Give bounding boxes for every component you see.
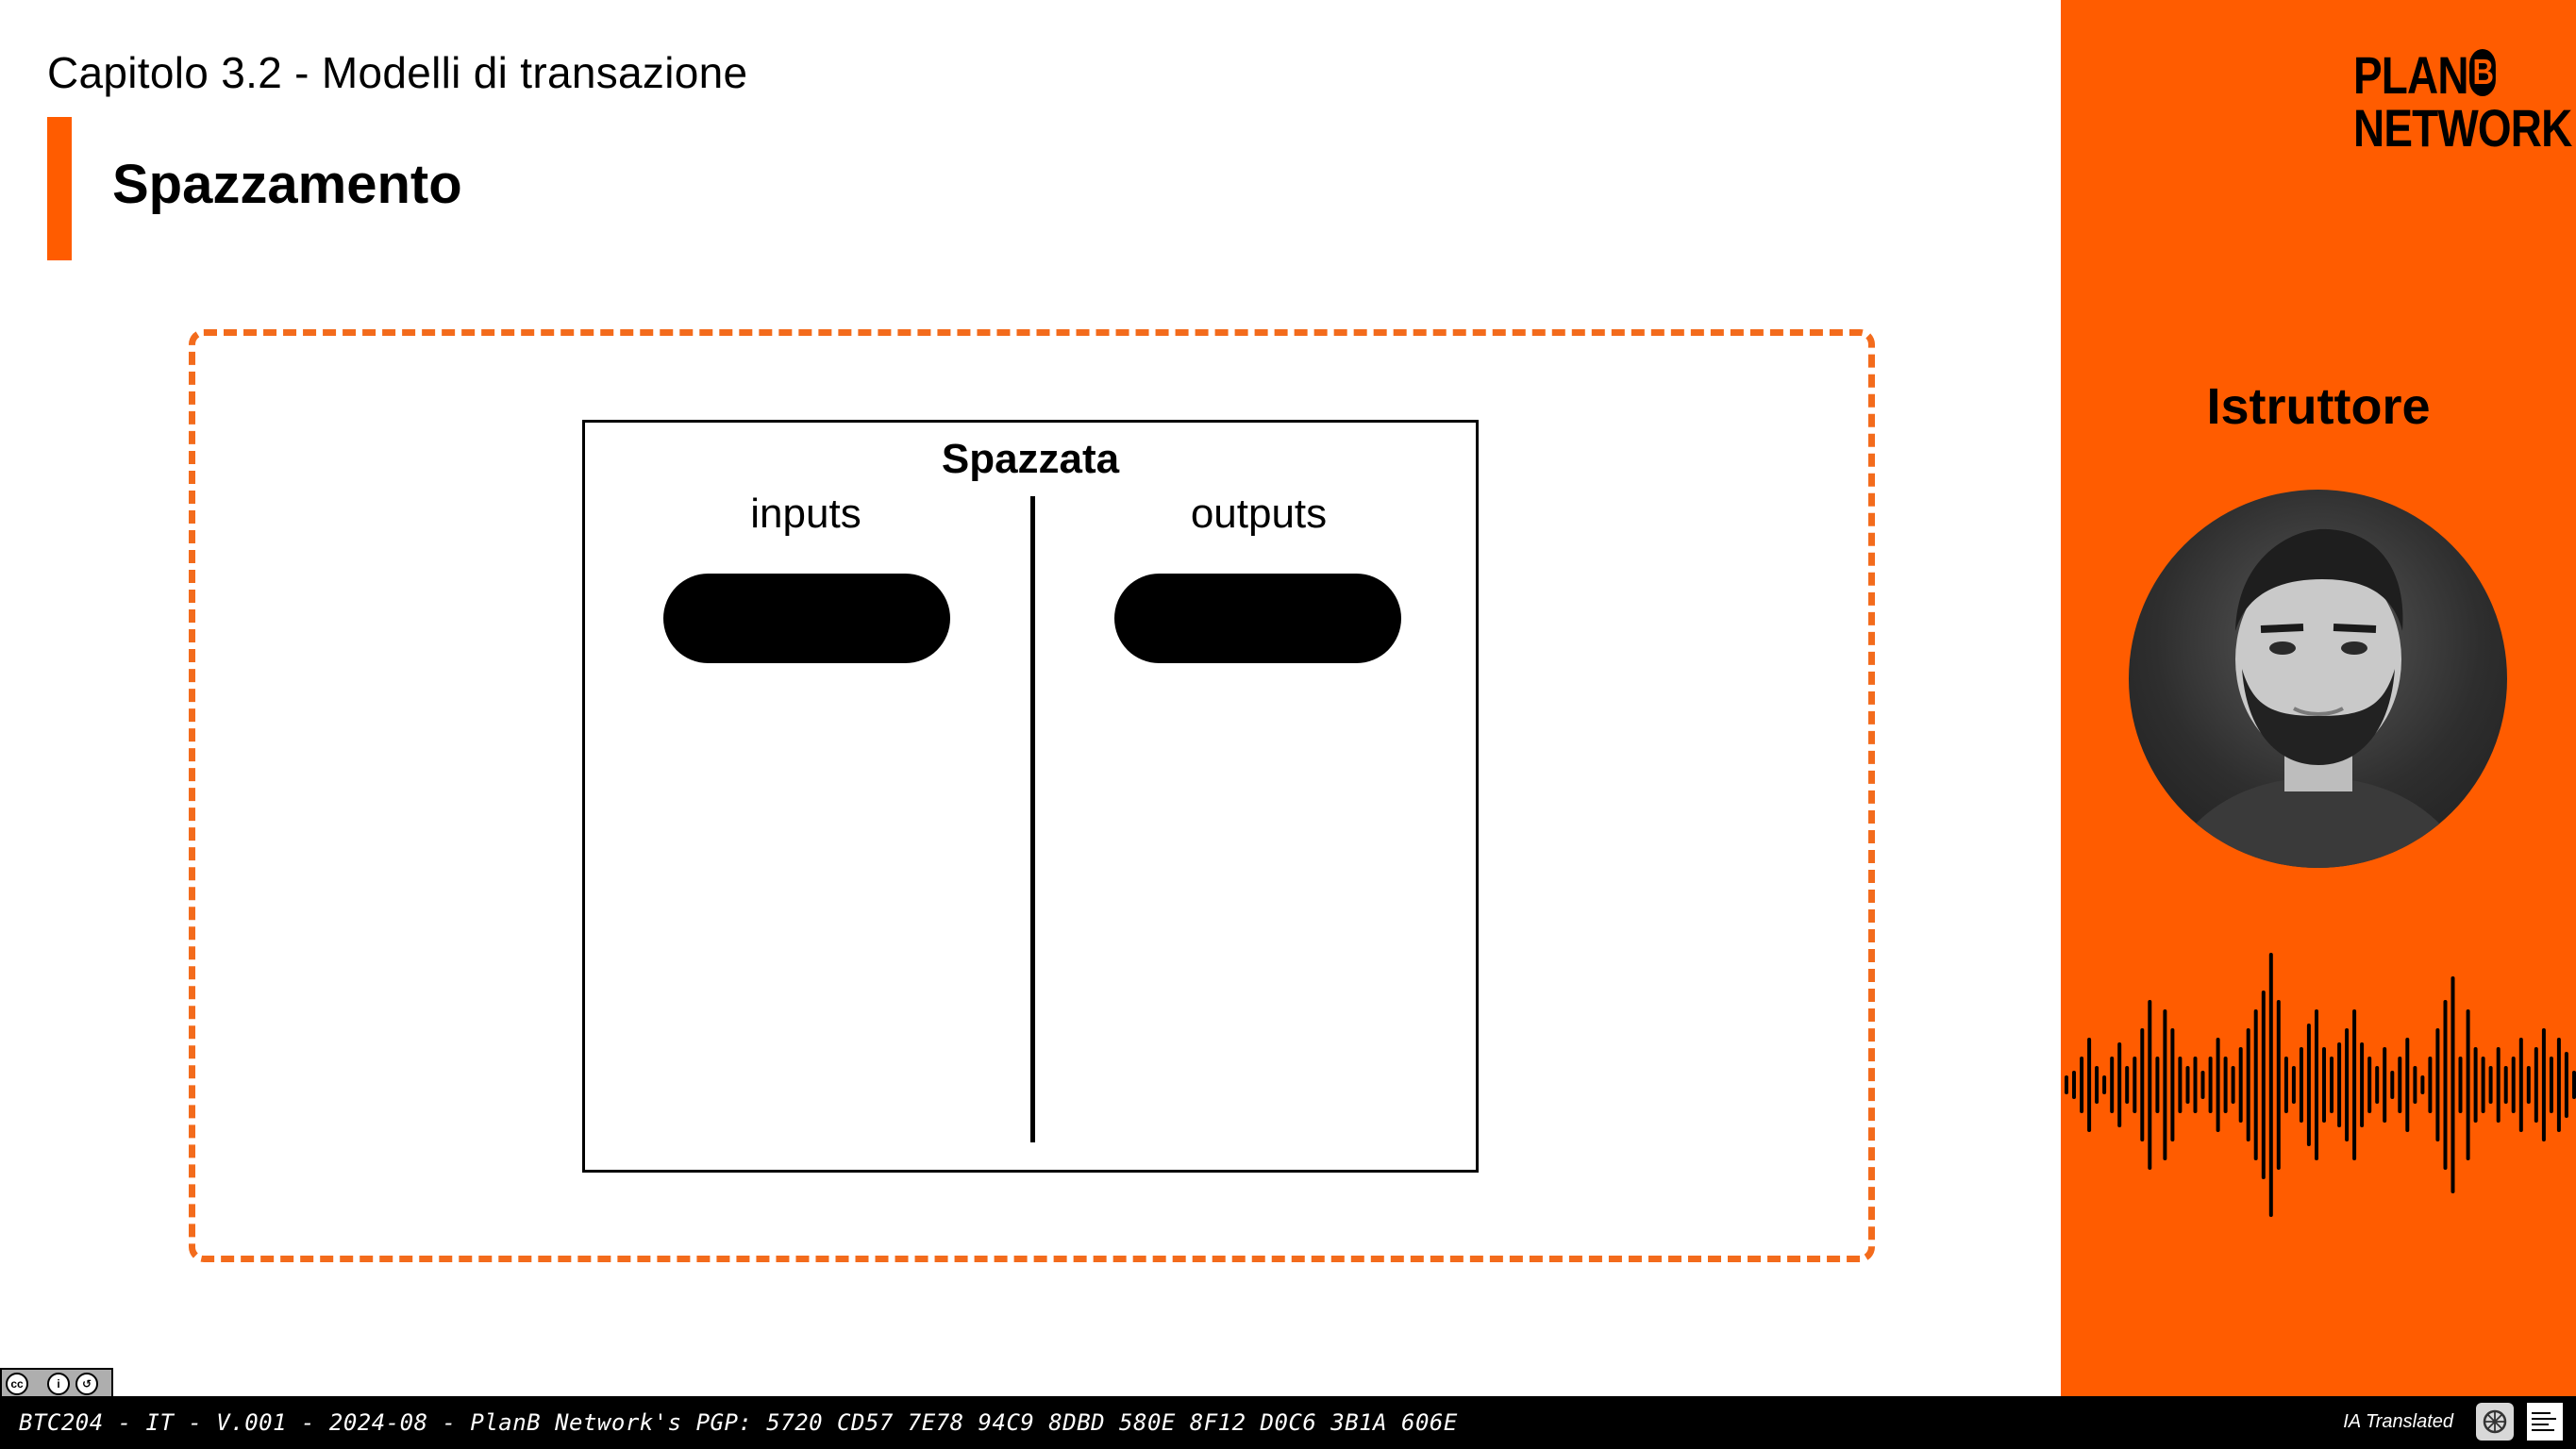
waveform-bar bbox=[2564, 1052, 2568, 1118]
waveform-bar bbox=[2443, 1000, 2448, 1170]
section-accent-bar bbox=[47, 117, 72, 260]
waveform-bar bbox=[2352, 1009, 2357, 1160]
waveform-bar bbox=[2435, 1028, 2440, 1141]
waveform-bar bbox=[2466, 1009, 2470, 1160]
waveform-bar bbox=[2080, 1057, 2084, 1113]
waveform-bar bbox=[2383, 1047, 2387, 1123]
waveform-bar bbox=[2375, 1066, 2380, 1104]
waveform-bar bbox=[2117, 1042, 2122, 1127]
waveform-bar bbox=[2360, 1042, 2365, 1127]
partner-logo-icon bbox=[2527, 1403, 2563, 1441]
waveform-bar bbox=[2299, 1047, 2303, 1123]
waveform-bar bbox=[2337, 1042, 2342, 1127]
waveform-bar bbox=[2148, 1000, 2152, 1170]
dashed-frame bbox=[189, 329, 1875, 1262]
diagram-divider bbox=[1030, 496, 1035, 1142]
footer-info: BTC204 - IT - V.001 - 2024-08 - PlanB Ne… bbox=[19, 1409, 1458, 1436]
waveform-bar bbox=[2534, 1047, 2538, 1123]
waveform-bar bbox=[2511, 1057, 2516, 1113]
waveform-bar bbox=[2481, 1057, 2485, 1113]
share-alike-icon: ↺ bbox=[75, 1373, 98, 1395]
waveform-bar bbox=[2065, 1075, 2068, 1094]
waveform-bar bbox=[2541, 1028, 2546, 1141]
waveform-bar bbox=[2420, 1075, 2425, 1094]
waveform-bar bbox=[2330, 1057, 2333, 1113]
footer-bar: BTC204 - IT - V.001 - 2024-08 - PlanB Ne… bbox=[0, 1396, 2576, 1449]
waveform-bar bbox=[2291, 1066, 2296, 1104]
sweep-diagram: Spazzata inputs outputs bbox=[582, 420, 1479, 1173]
waveform-bar bbox=[2223, 1057, 2228, 1113]
license-badge: cc i ↺ bbox=[0, 1368, 113, 1398]
logo-text-plan: PLAN bbox=[2353, 45, 2469, 105]
input-utxo-pill bbox=[663, 574, 950, 663]
waveform-bar bbox=[2496, 1047, 2501, 1123]
waveform-bar bbox=[2193, 1057, 2198, 1113]
waveform-bar bbox=[2572, 1071, 2576, 1099]
waveform-bar bbox=[2488, 1066, 2493, 1104]
waveform-bar bbox=[2095, 1066, 2099, 1104]
audio-waveform bbox=[2065, 953, 2576, 1217]
outputs-label: outputs bbox=[1190, 491, 1328, 537]
instructor-portrait bbox=[2166, 528, 2469, 868]
waveform-bar bbox=[2276, 1000, 2281, 1170]
waveform-bar bbox=[2133, 1057, 2137, 1113]
waveform-bar bbox=[2315, 1009, 2318, 1160]
waveform-bar bbox=[2306, 1024, 2311, 1146]
waveform-bar bbox=[2261, 991, 2266, 1179]
waveform-bar bbox=[2140, 1028, 2145, 1141]
waveform-bar bbox=[2246, 1028, 2250, 1141]
waveform-bar bbox=[2216, 1038, 2220, 1132]
instructor-label: Istruttore bbox=[2206, 378, 2431, 435]
waveform-bar bbox=[2503, 1066, 2508, 1104]
waveform-bar bbox=[2458, 1057, 2463, 1113]
waveform-bar bbox=[2238, 1047, 2243, 1123]
waveform-bar bbox=[2208, 1057, 2213, 1113]
waveform-bar bbox=[2518, 1038, 2523, 1132]
waveform-bar bbox=[2087, 1038, 2092, 1132]
waveform-bar bbox=[2413, 1066, 2417, 1104]
instructor-avatar bbox=[2129, 490, 2507, 868]
attribution-icon: i bbox=[47, 1373, 70, 1395]
waveform-bar bbox=[2367, 1057, 2372, 1113]
waveform-bar bbox=[2322, 1047, 2326, 1123]
waveform-bar bbox=[2253, 1009, 2258, 1160]
waveform-bar bbox=[2398, 1057, 2402, 1113]
ai-translate-icon bbox=[2476, 1403, 2514, 1441]
waveform-bar bbox=[2428, 1057, 2433, 1113]
waveform-bar bbox=[2283, 1057, 2288, 1113]
waveform-bar bbox=[2390, 1071, 2395, 1099]
creative-commons-icon: cc bbox=[6, 1373, 28, 1395]
waveform-bar bbox=[2473, 1047, 2478, 1123]
waveform-bar bbox=[2178, 1057, 2183, 1113]
waveform-bar bbox=[2268, 953, 2273, 1217]
logo-text-network: NETWORK bbox=[2353, 98, 2572, 158]
waveform-bar bbox=[2110, 1057, 2115, 1113]
waveform-bar bbox=[2405, 1038, 2410, 1132]
chapter-title: Capitolo 3.2 - Modelli di transazione bbox=[47, 48, 748, 97]
diagram-title: Spazzata bbox=[941, 436, 1120, 482]
waveform-bar bbox=[2549, 1057, 2553, 1113]
waveform-bar bbox=[2451, 976, 2455, 1193]
waveform-bar bbox=[2345, 1028, 2350, 1141]
waveform-bar bbox=[2125, 1066, 2130, 1104]
waveform-bar bbox=[2556, 1038, 2561, 1132]
ai-translated-label: IA Translated bbox=[2343, 1411, 2453, 1432]
inputs-label: inputs bbox=[750, 491, 861, 537]
waveform-bar bbox=[2155, 1057, 2160, 1113]
waveform-bar bbox=[2072, 1071, 2076, 1099]
waveform-bar bbox=[2526, 1066, 2531, 1104]
waveform-bar bbox=[2185, 1066, 2190, 1104]
waveform-bar bbox=[2231, 1066, 2235, 1104]
output-utxo-pill bbox=[1114, 574, 1401, 663]
waveform-bar bbox=[2163, 1009, 2167, 1160]
section-title: Spazzamento bbox=[112, 154, 462, 215]
waveform-bar bbox=[2102, 1075, 2107, 1094]
logo-b-mark: B bbox=[2469, 49, 2497, 96]
waveform-bar bbox=[2170, 1028, 2175, 1141]
waveform-bar bbox=[2200, 1071, 2205, 1099]
